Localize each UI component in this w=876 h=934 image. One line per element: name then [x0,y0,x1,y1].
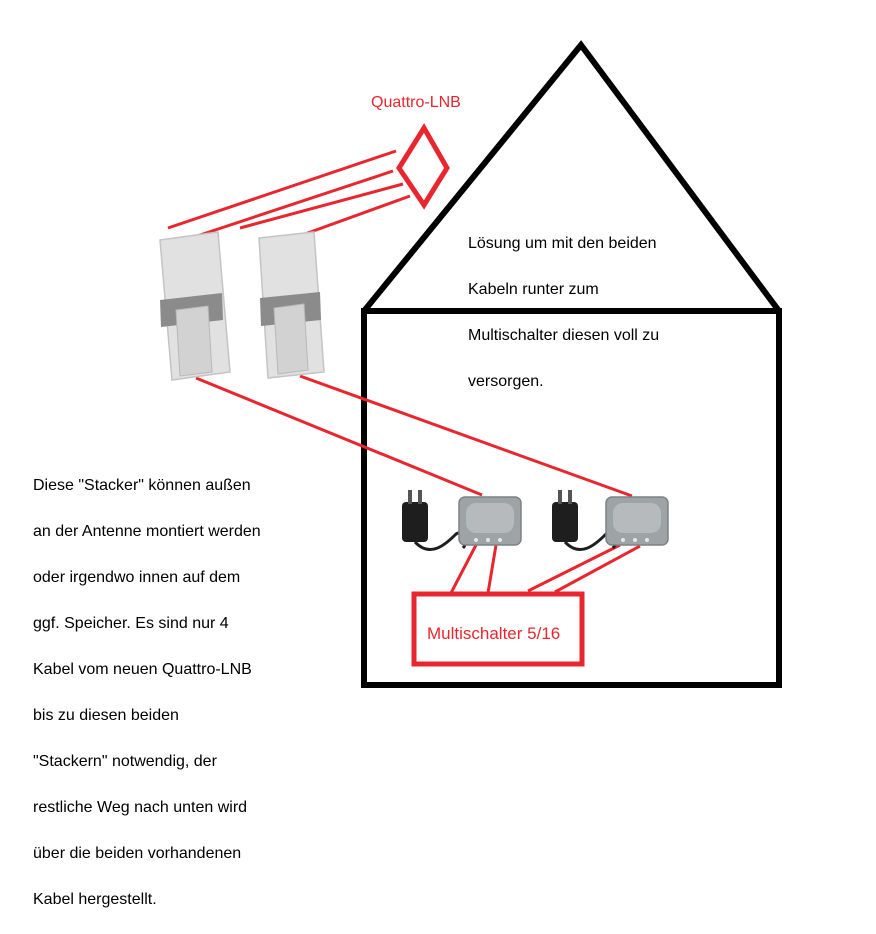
lnb-cable-1 [167,149,397,230]
lnb-cables [167,149,411,240]
stacker-note-line: Diese "Stacker" können außen [33,477,251,494]
stacker-cable-left [195,376,483,497]
power-box-right-port-1 [621,538,625,542]
roof-note-line: Multischalter diesen voll zu [468,327,660,344]
multischalter-label: Multischalter 5/16 [427,624,561,643]
switch-cable-2 [486,544,498,594]
house-body [361,308,782,688]
stacker-left [159,231,231,381]
house-roof [361,40,782,313]
house [361,40,782,688]
power-adapter-right-prong2 [568,490,572,504]
power-adapter-right-prong [558,490,562,504]
switch-cable-4 [554,544,641,594]
power-box-left-port-1 [474,538,478,542]
power-adapter-left [402,502,428,542]
lnb-diamond [396,123,450,210]
lnb-cable-2 [190,169,394,240]
stacker-note-line: Kabel vom neuen Quattro-LNB [33,661,252,678]
roof-note-line: Kabeln runter zum [468,281,599,298]
stacker-note-line: "Stackern" notwendig, der [33,753,217,770]
power-box-right-port-3 [645,538,649,542]
power-box-left-panel [466,503,514,533]
power-box-right-port-2 [633,538,637,542]
stacker-right-latch [273,303,309,375]
switch-cables [449,543,641,594]
stacker-note-line: restliche Weg nach unten wird [33,799,248,816]
lnb-label: Quattro-LNB [371,94,461,111]
lnb-cable-3 [239,182,404,230]
stacker-note-line: ggf. Speicher. Es sind nur 4 [33,615,229,632]
power-adapter-right [552,502,578,542]
stacker-right [258,231,325,379]
stacker-note: Diese "Stacker" können außen an der Ante… [33,451,261,934]
power-box-right-panel [613,503,661,533]
power-box-left-port-3 [498,538,502,542]
roof-note: Lösung um mit den beiden Kabeln runter z… [468,209,659,416]
power-box-left-port-2 [486,538,490,542]
roof-note-line: Lösung um mit den beiden [468,235,657,252]
power-adapter-left-prong2 [418,490,422,504]
roof-note-line: versorgen. [468,373,544,390]
stacker-note-line: Kabel hergestellt. [33,891,157,908]
switch-cable-3 [527,543,621,593]
power-unit-left [402,490,522,551]
stacker-cable-right [299,374,633,498]
switch-cable-1 [449,544,478,594]
diagram-canvas [159,40,782,688]
power-adapter-left-prong [408,490,412,504]
stacker-note-line: oder irgendwo innen auf dem [33,569,241,586]
power-unit-right [552,490,669,551]
lnb-cable-4 [304,194,411,236]
stacker-note-line: über die beiden vorhandenen [33,845,242,862]
stacker-note-line: bis zu diesen beiden [33,707,179,724]
multischalter-box [411,591,585,667]
stacker-cables [195,374,633,498]
stacker-note-line: an der Antenne montiert werden [33,523,261,540]
stacker-left-latch [175,305,213,377]
